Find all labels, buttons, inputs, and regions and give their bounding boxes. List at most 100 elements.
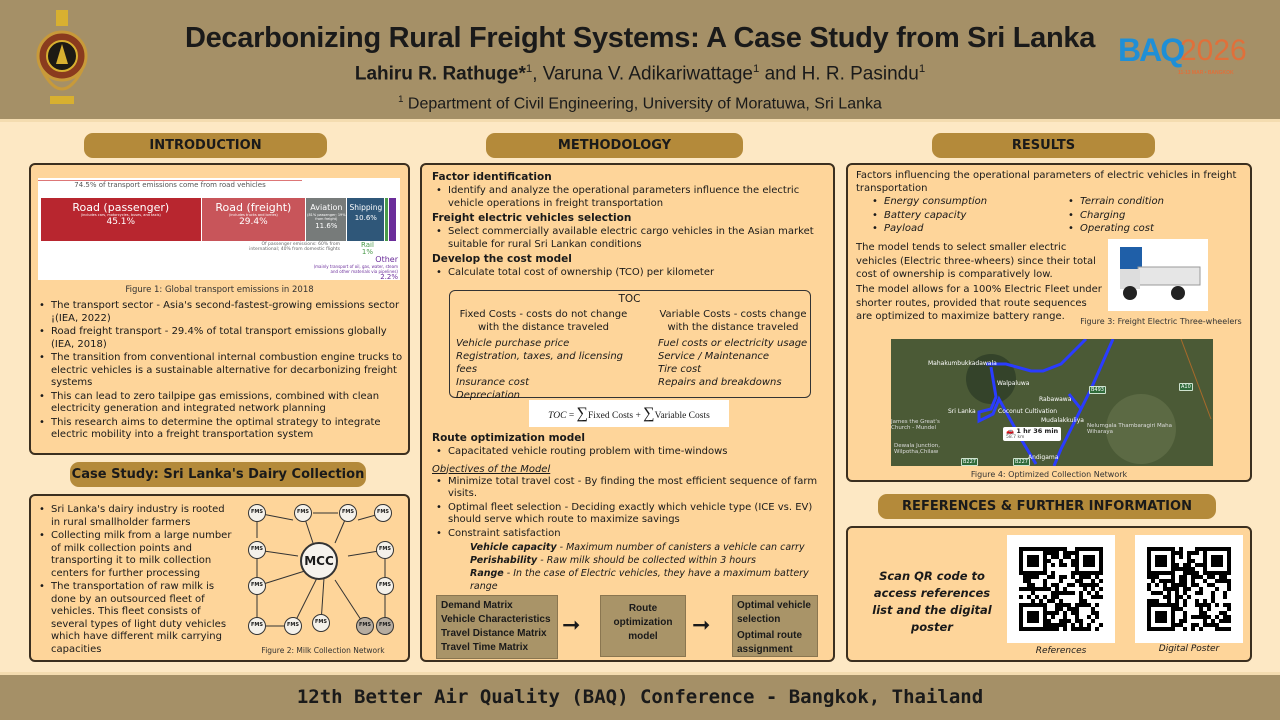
bar-segment-other <box>388 198 397 241</box>
list-item: Payload <box>868 223 1058 236</box>
references-panel: Scan QR code to access references list a… <box>846 526 1252 662</box>
separator: and <box>759 63 802 85</box>
fms-node: FMS <box>284 617 302 635</box>
poster-header: Decarbonizing Rural Freight Systems: A C… <box>0 0 1280 122</box>
affiliation-marker: 1 <box>398 94 404 105</box>
fixed-costs-title: Fixed Costs - costs do not change with t… <box>459 309 628 333</box>
segment-value: 45.1% <box>106 217 136 227</box>
constraint-name: Range <box>470 568 504 579</box>
references-qr-code[interactable] <box>1007 535 1115 643</box>
methodology-panel: Factor identification Identify and analy… <box>420 163 835 662</box>
logo-year: 2026 <box>1180 34 1247 67</box>
list-item: Battery capacity <box>868 210 1058 223</box>
formula-term: Variable Costs <box>654 411 710 421</box>
constraint-item: Vehicle capacity - Maximum number of can… <box>470 541 827 554</box>
list-item: This research aims to determine the opti… <box>35 417 405 442</box>
case-study-panel: Sri Lanka's dairy industry is rooted in … <box>29 494 410 662</box>
qr-label: References <box>1035 646 1087 656</box>
segment-name: Road (passenger) <box>72 201 170 214</box>
map-label: Mahakumbukkadawala <box>928 360 997 367</box>
map-label: Walpaluwa <box>997 380 1030 387</box>
qr-code-icon <box>1147 547 1231 631</box>
step-title: Develop the cost model <box>432 253 572 265</box>
formula-term: Fixed Costs <box>588 411 634 421</box>
affiliation-marker: 1 <box>525 63 533 75</box>
author-name: H. R. Pasindu <box>801 63 919 85</box>
case-study-bullets: Sri Lanka's dairy industry is rooted in … <box>35 504 235 657</box>
introduction-bullets: The transport sector - Asia's second-fas… <box>35 300 405 443</box>
step-bullet: Calculate total cost of ownership (TCO) … <box>432 267 827 280</box>
list-item: Constraint satisfaction <box>432 528 827 541</box>
introduction-heading: INTRODUCTION <box>84 133 327 158</box>
qr-label: Digital Poster <box>1158 644 1220 654</box>
separator: , <box>532 63 543 85</box>
arrow-right-icon: ➞ <box>562 613 581 638</box>
digital-poster-qr-code[interactable] <box>1135 535 1243 643</box>
output-item: Optimal route assignment <box>737 630 803 655</box>
variable-cost-item: Repairs and breakdowns <box>658 377 782 388</box>
toc-box: TOC Fixed Costs - costs do not change wi… <box>449 290 811 401</box>
input-item: Travel Time Matrix <box>441 642 529 653</box>
road-number-label: B493 <box>1089 386 1106 394</box>
fms-node: FMS <box>376 577 394 595</box>
road-number-label: B227 <box>1013 458 1030 466</box>
variable-costs: Variable Costs - costs change with the d… <box>658 309 808 389</box>
constraint-desc: - In the case of Electric vehicles, they… <box>470 568 809 592</box>
fms-node: FMS <box>356 617 374 635</box>
affiliation-text: Department of Civil Engineering, Univers… <box>403 95 882 113</box>
list-item: Sri Lanka's dairy industry is rooted in … <box>35 504 235 529</box>
fms-node: FMS <box>376 541 394 559</box>
list-item: The transition from conventional interna… <box>35 352 405 390</box>
segment-name: Aviation <box>310 203 343 212</box>
list-item: Road freight transport - 29.4% of total … <box>35 326 405 351</box>
segment-value: 29.4% <box>239 217 268 227</box>
figure-2-caption: Figure 2: Milk Collection Network <box>261 646 385 655</box>
segment-note: (includes cars, motorcycles, buses, and … <box>80 213 161 217</box>
segment-note: (81% passenger; 19% from freight) <box>307 213 346 221</box>
step-bullet: Capacitated vehicle routing problem with… <box>432 446 827 459</box>
objectives-title: Objectives of the Model <box>432 463 551 475</box>
rail-name: Rail <box>361 241 374 249</box>
route-optimization-model-box: Route optimization model <box>600 595 686 657</box>
map-label: Sri Lanka <box>948 408 976 415</box>
variable-cost-item: Tire cost <box>658 364 702 375</box>
figure-1-caption: Figure 1: Global transport emissions in … <box>125 285 314 295</box>
step-title: Route optimization model <box>432 432 586 444</box>
results-intro: Factors influencing the operational para… <box>856 170 1237 194</box>
list-item: The transportation of raw milk is done b… <box>35 581 235 656</box>
logo-subtext: 11-13 MAR • BANGKOK <box>1178 70 1234 76</box>
segment-name: Shipping <box>349 203 383 212</box>
constraint-name: Perishability <box>470 555 538 566</box>
fixed-cost-item: Insurance cost <box>456 377 529 388</box>
other-label: Other(mainly transport of oil, gas, wate… <box>308 256 398 281</box>
electric-three-wheeler-image <box>1108 239 1208 311</box>
route-lines <box>891 339 1213 466</box>
list-item: Charging <box>1064 210 1234 223</box>
route-duration: 1 hr 36 min <box>1016 427 1059 435</box>
fixed-cost-item: Registration, taxes, and licensing fees <box>456 351 624 375</box>
input-item: Vehicle Characteristics <box>441 614 551 625</box>
formula-lhs: TOC <box>548 411 567 421</box>
list-item: Operating cost <box>1064 223 1234 236</box>
results-paragraph: The model allows for a 100% Electric Fle… <box>856 284 1102 322</box>
author-list: Lahiru R. Rathuge*1, Varuna V. Adikariwa… <box>0 63 1280 85</box>
step-bullet: Identify and analyze the operational par… <box>432 185 827 210</box>
case-study-heading: Case Study: Sri Lanka's Dairy Collection <box>70 462 366 487</box>
step-title: Factor identification <box>432 171 552 183</box>
map-label: Coconut Cultivation <box>998 408 1058 415</box>
constraint-desc: - Raw milk should be collected within 3 … <box>537 555 756 566</box>
collection-network-map: Mahakumbukkadawala Walpaluwa Rabawawa Sr… <box>891 339 1213 466</box>
map-label: Mudalakkuliya <box>1041 417 1084 424</box>
transport-emissions-figure: 74.5% of transport emissions come from r… <box>38 178 400 281</box>
fms-node: FMS <box>294 504 312 522</box>
other-name: Other <box>375 255 398 264</box>
fms-node: FMS <box>312 614 330 632</box>
fixed-cost-item: Vehicle purchase price <box>456 338 570 349</box>
qr-code-icon <box>1019 547 1103 631</box>
step-bullet: Select commercially available electric c… <box>432 226 827 251</box>
variable-cost-item: Fuel costs or electricity usage <box>658 338 808 349</box>
fms-node: FMS <box>248 577 266 595</box>
